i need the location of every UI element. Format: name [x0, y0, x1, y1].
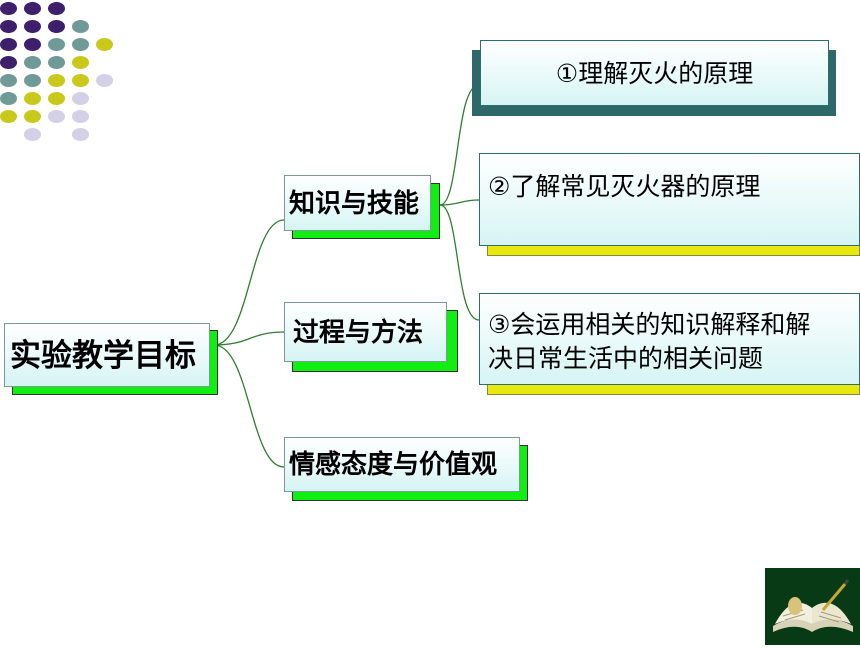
- root-label: 实验教学目标: [10, 338, 196, 374]
- decorative-dot: [72, 92, 89, 105]
- connector-knowledge-to-leaf2: [439, 199, 480, 206]
- leaf-text-line: ③会运用相关的知识解释和解: [488, 310, 811, 339]
- decorative-dot: [24, 128, 41, 141]
- decorative-dot: [48, 110, 65, 123]
- root-node-box: 实验教学目标: [4, 323, 210, 387]
- leaf-box: ③会运用相关的知识解释和解 决日常生活中的相关问题: [479, 293, 860, 385]
- connector-root-to-knowledge: [213, 219, 285, 346]
- decorative-dot: [72, 20, 89, 33]
- decorative-dot: [96, 38, 113, 51]
- root-node: 实验教学目标: [4, 323, 218, 395]
- connector-root-to-attitude: [213, 344, 285, 468]
- connector-root-to-process: [213, 331, 285, 346]
- decorative-dot: [72, 110, 89, 123]
- leaf-box: ②了解常见灭火器的原理: [479, 153, 860, 246]
- branch-emotion-values: 情感态度与价值观: [284, 437, 528, 501]
- decorative-dot: [72, 56, 89, 69]
- decorative-dot: [72, 128, 89, 141]
- decorative-dot: [0, 20, 17, 33]
- decorative-dot: [0, 110, 17, 123]
- decorative-dot: [24, 74, 41, 87]
- decorative-dot-grid: [0, 0, 120, 145]
- connector-knowledge-to-leaf3: [439, 204, 480, 321]
- branch-box: 知识与技能: [284, 175, 431, 231]
- book-pen-icon: [765, 568, 860, 645]
- decorative-dot: [72, 38, 89, 51]
- decorative-dot: [0, 56, 17, 69]
- decorative-dot: [48, 74, 65, 87]
- branch-label: 过程与方法: [293, 318, 424, 348]
- leaf-fire-principle: ①理解灭火的原理: [472, 40, 837, 116]
- branch-box: 过程与方法: [284, 302, 447, 362]
- leaf-apply-knowledge: ③会运用相关的知识解释和解 决日常生活中的相关问题: [479, 293, 860, 395]
- decorative-dot: [24, 110, 41, 123]
- decorative-dot: [0, 38, 17, 51]
- decorative-dot: [24, 56, 41, 69]
- decorative-dot: [24, 38, 41, 51]
- decorative-dot: [0, 92, 17, 105]
- decorative-dot: [48, 2, 65, 15]
- decorative-dot: [48, 38, 65, 51]
- decorative-dot: [72, 74, 89, 87]
- leaf-text-line: ②了解常见灭火器的原理: [488, 172, 761, 201]
- leaf-text-line: 决日常生活中的相关问题: [488, 344, 764, 373]
- connector-knowledge-to-leaf1: [439, 84, 480, 206]
- leaf-text-line: ①理解灭火的原理: [555, 59, 754, 88]
- branch-process-methods: 过程与方法: [284, 302, 458, 372]
- decorative-dot: [24, 92, 41, 105]
- branch-box: 情感态度与价值观: [284, 437, 520, 492]
- decorative-dot: [24, 2, 41, 15]
- branch-label: 知识与技能: [289, 189, 420, 219]
- decorative-dot: [48, 56, 65, 69]
- decorative-dot: [24, 20, 41, 33]
- decorative-dot: [48, 20, 65, 33]
- decorative-dot: [0, 74, 17, 87]
- decorative-dot: [96, 74, 113, 87]
- leaf-extinguisher-principle: ②了解常见灭火器的原理: [479, 153, 860, 257]
- leaf-box: ①理解灭火的原理: [480, 40, 829, 106]
- branch-knowledge-skills: 知识与技能: [284, 175, 440, 239]
- branch-label: 情感态度与价值观: [289, 450, 498, 480]
- decorative-dot: [48, 92, 65, 105]
- decorative-dot: [0, 2, 17, 15]
